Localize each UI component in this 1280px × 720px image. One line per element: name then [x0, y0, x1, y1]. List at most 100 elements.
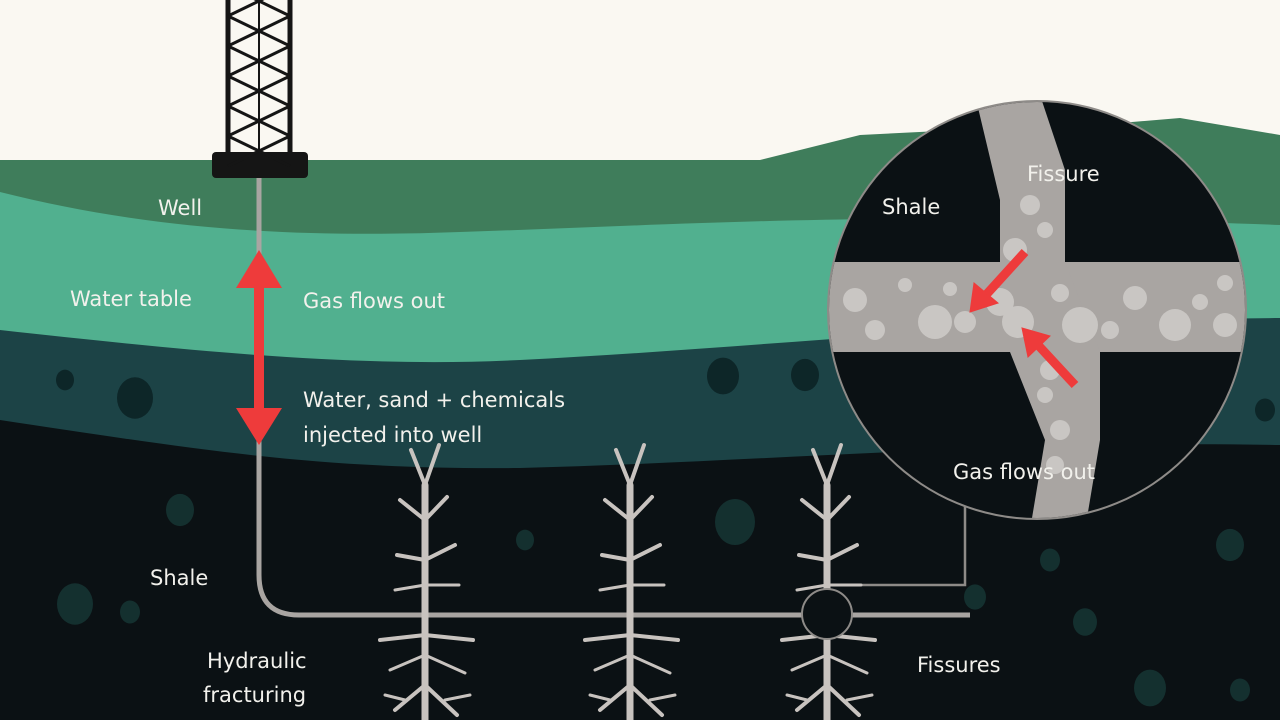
fracture-branch	[628, 683, 664, 717]
fracture-branch	[628, 543, 662, 562]
rock-blob	[166, 493, 194, 527]
pebble	[898, 278, 912, 292]
fracture-branch	[423, 495, 449, 522]
fracture-branch	[423, 443, 441, 487]
label-injected-line1: Water, sand + chemicals	[303, 388, 565, 412]
rig-brace	[227, 104, 291, 138]
label-hydraulic-line2: fracturing	[203, 683, 306, 707]
fracture-branch	[423, 543, 457, 562]
rock-blob	[715, 499, 755, 545]
fracture-branch	[825, 683, 861, 717]
pebble	[1192, 294, 1208, 310]
pebble	[1051, 284, 1069, 302]
rock-blob	[791, 358, 819, 392]
fracture-branch	[588, 693, 612, 702]
fracture-branch	[628, 495, 654, 522]
well-pipe	[256, 178, 970, 618]
fracture-branch	[443, 693, 472, 702]
fracture-branch	[825, 443, 843, 487]
rock-blob	[57, 583, 93, 625]
fracture-branch	[600, 553, 632, 562]
fracture-branch	[383, 693, 407, 702]
fracture-branch	[423, 653, 467, 675]
fracture-branch	[628, 633, 680, 642]
pebble	[1037, 222, 1053, 238]
inset-connector-line	[855, 500, 967, 587]
inset-gas-arrows	[969, 248, 1079, 389]
fracture-branch	[795, 583, 829, 592]
rock-blob	[117, 377, 153, 419]
label-fissures: Fissures	[917, 653, 1001, 677]
fracture-branch	[598, 683, 632, 712]
pebble	[918, 305, 952, 339]
pebble	[865, 320, 885, 340]
rock-blobs	[56, 357, 1275, 707]
pebble	[1217, 275, 1233, 291]
pebble	[1046, 456, 1064, 474]
fracture-branch	[393, 583, 427, 592]
fracture-branch	[811, 448, 829, 487]
pebble	[954, 311, 976, 333]
fracture-branch	[800, 498, 829, 522]
pebble	[1101, 321, 1119, 339]
rock-blob	[56, 369, 74, 391]
rock-blob	[1073, 608, 1097, 636]
flow-double-arrow-icon	[236, 250, 282, 445]
fracture-branch	[423, 683, 459, 717]
fracture-branch	[795, 683, 829, 712]
fracture-branch	[648, 693, 677, 702]
fracture-branch	[598, 583, 632, 592]
fracture-branch	[393, 683, 427, 712]
fracture-branch	[583, 633, 632, 642]
inset-label-gas-flows-out: Gas flows out	[953, 460, 1095, 484]
label-hydraulic-line1: Hydraulic	[207, 649, 307, 673]
fracture-branch	[825, 653, 869, 675]
inset-vertical-fissure	[975, 102, 1100, 518]
fracture-branch	[785, 693, 809, 702]
rock-blob	[964, 584, 986, 610]
fracture-branch	[845, 693, 874, 702]
fracture-branch	[593, 653, 632, 672]
pebble	[1020, 195, 1040, 215]
inset-label-shale: Shale	[882, 195, 940, 219]
fracture-branch	[790, 653, 829, 672]
rig-brace	[227, 74, 291, 108]
pebble	[1050, 420, 1070, 440]
rig-brace	[227, 134, 291, 168]
pebble	[986, 288, 1014, 316]
rock-blob	[516, 529, 534, 551]
rock-blob	[1255, 398, 1275, 422]
pebble	[943, 282, 957, 296]
fracture-branch	[603, 498, 632, 522]
fracture-branch	[825, 543, 859, 562]
fracture-branch	[825, 495, 851, 522]
pebble	[1062, 307, 1098, 343]
pebble	[1037, 387, 1053, 403]
rock-blob	[120, 600, 140, 624]
fracture-branch	[614, 448, 632, 487]
rock-blob	[1230, 678, 1250, 702]
rock-blob	[1134, 669, 1166, 707]
inset-magnified-view	[827, 100, 1247, 520]
rig-brace	[227, 0, 265, 18]
fracture-branch	[398, 498, 427, 522]
fracture-branch	[628, 443, 646, 487]
fracture-branch	[378, 633, 427, 642]
rig-brace	[227, 14, 291, 48]
pebble	[1123, 286, 1147, 310]
fracture-branch	[409, 448, 427, 487]
rock-blob	[1040, 548, 1060, 572]
fracture-branch	[797, 553, 829, 562]
pebble	[843, 288, 867, 312]
label-gas-flows-out: Gas flows out	[303, 289, 445, 313]
label-shale: Shale	[150, 566, 208, 590]
rig-brace	[227, 44, 291, 78]
fracture-branch	[388, 653, 427, 672]
label-water-table: Water table	[70, 287, 192, 311]
fracture-branch	[628, 653, 672, 675]
rock-blob	[1216, 528, 1244, 562]
inset-label-fissure: Fissure	[1027, 162, 1100, 186]
drilling-rig-icon	[212, 0, 308, 178]
